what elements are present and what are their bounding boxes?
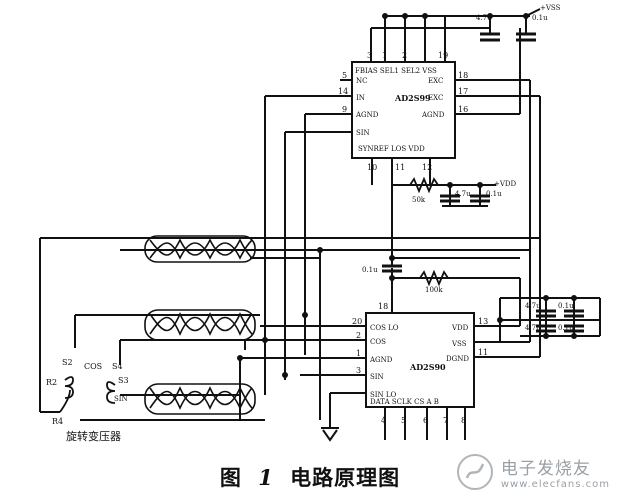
ad2s99-left-pin-num-2: 9 xyxy=(342,105,347,114)
cap-r2b-label: 0.1u xyxy=(558,324,574,332)
ad2s99-left-pin-label-2: AGND xyxy=(355,111,379,119)
ad2s99-right-pin-label-0: EXC xyxy=(428,77,443,85)
caption-prefix: 图 xyxy=(219,465,242,490)
cap-r2a-label: 4.7u xyxy=(525,324,541,332)
ad2s99-pin-num-11: 11 xyxy=(395,163,405,172)
ad2s99-left-pin-label-1: IN xyxy=(356,94,365,102)
ad2s99-left-pin-label-3: SIN xyxy=(356,129,370,137)
ad2s90-chip-body xyxy=(365,312,475,408)
ad2s90-left-pin-num-3: 3 xyxy=(356,366,361,375)
cap-top-a-label: 4.7u xyxy=(476,14,492,22)
resolver-s2-label: S2 xyxy=(62,358,73,367)
twisted-pair-cable-top xyxy=(144,235,256,263)
ad2s90-left-pin-label-0: COS LO xyxy=(370,324,399,332)
resolver-caption-label: 旋转变压器 xyxy=(66,429,121,443)
ad2s90-top-pin-num: 18 xyxy=(378,302,388,311)
ad2s99-pin-num-2: 2 xyxy=(402,51,407,60)
ad2s99-pin-num-10: 10 xyxy=(367,163,377,172)
caption-number: 1 xyxy=(258,465,274,490)
ad2s99-left-pin-num-0: 5 xyxy=(342,71,347,80)
ad2s99-pin-num-12: 12 xyxy=(422,163,432,172)
ad2s90-left-pin-label-1: COS xyxy=(370,338,386,346)
ad2s90-bottom-num-4: 8 xyxy=(461,416,466,425)
ad2s90-bottom-pin-labels: DATA SCLK CS A B xyxy=(370,398,439,406)
ad2s90-part-name: AD2S90 xyxy=(409,362,446,372)
ad2s90-right-pin-num-0: 13 xyxy=(478,317,488,326)
ad2s99-right-pin-label-2: AGND xyxy=(421,111,445,119)
resolver-s4-label: S4 xyxy=(112,362,123,371)
resolver-coil-excitation xyxy=(59,389,71,413)
ad2s90-left-pin-num-0: 20 xyxy=(352,317,362,326)
ad2s99-top-pin-names: FBIAS SEL1 SEL2 VSS xyxy=(355,67,437,75)
cap-01u-label: 0.1u xyxy=(362,266,378,274)
cap-mid-b-label: 0.1u xyxy=(486,190,502,198)
cap-r1a-label: 4.7u xyxy=(525,302,541,310)
ad2s90-left-pin-num-1: 2 xyxy=(356,331,361,340)
resolver-sin-label: SIN xyxy=(114,395,128,403)
ad2s90-bottom-num-0: 4 xyxy=(381,416,386,425)
resolver-coil-sin xyxy=(106,381,116,404)
resolver-r4-label: R4 xyxy=(52,417,63,426)
resolver-cos-label: COS xyxy=(84,362,102,371)
ad2s99-pin-num-3: 3 xyxy=(367,51,372,60)
ad2s90-right-pin-num-2: 11 xyxy=(478,348,488,357)
watermark: 电子发烧友 www.elecfans.com xyxy=(455,452,610,492)
cap-mid-a-label: 4.7u xyxy=(455,190,471,198)
ad2s99-right-pin-num-2: 16 xyxy=(458,105,468,114)
ad2s99-bottom-pin-labels: SYNREF LOS VDD xyxy=(358,145,425,153)
caption-text: 电路原理图 xyxy=(290,465,401,490)
vdd-label: +VDD xyxy=(494,180,517,188)
resolver-coil-cos xyxy=(64,376,74,399)
cap-r1b-label: 0.1u xyxy=(558,302,574,310)
watermark-site: www.elecfans.com xyxy=(500,479,610,490)
ad2s90-right-pin-label-1: VSS xyxy=(451,340,467,348)
watermark-brand: 电子发烧友 xyxy=(500,459,591,479)
ad2s90-left-pin-label-4: SIN LO xyxy=(370,391,397,399)
ad2s99-chip-body xyxy=(351,61,456,159)
ad2s99-right-pin-num-1: 17 xyxy=(458,87,468,96)
ad2s90-left-pin-label-3: SIN xyxy=(370,373,384,381)
elecfans-logo-icon xyxy=(456,454,493,490)
resolver-s3-label: S3 xyxy=(118,376,129,385)
twisted-pair-cable-bottom xyxy=(144,383,256,415)
ad2s99-part-name: AD2S99 xyxy=(394,93,431,103)
vss-label: +VSS xyxy=(540,4,561,12)
ad2s99-left-pin-label-0: NC xyxy=(356,77,367,85)
figure-caption: 图 1 电路原理图 xyxy=(0,462,620,492)
ad2s99-pin-num-19: 19 xyxy=(438,51,448,60)
ad2s90-right-pin-label-2: DGND xyxy=(446,355,469,363)
ad2s99-right-pin-label-1: EXC xyxy=(428,94,443,102)
cap-top-b-label: 0.1u xyxy=(532,14,548,22)
ad2s90-left-pin-label-2: AGND xyxy=(369,356,393,364)
ad2s99-right-pin-num-0: 18 xyxy=(458,71,468,80)
resolver-r2-label: R2 xyxy=(46,378,57,387)
ad2s90-bottom-num-3: 7 xyxy=(443,416,448,425)
ad2s90-bottom-num-1: 5 xyxy=(401,416,406,425)
ad2s99-pin-num-1: 1 xyxy=(382,51,387,60)
ad2s90-left-pin-num-2: 1 xyxy=(356,349,361,358)
ad2s99-left-pin-num-1: 14 xyxy=(338,87,348,96)
twisted-pair-cable-middle xyxy=(144,309,256,341)
ad2s90-right-pin-label-0: VDD xyxy=(451,324,469,332)
ad2s90-bottom-num-2: 6 xyxy=(423,416,428,425)
res-50k-label: 50k xyxy=(412,196,426,204)
res-100k-label: 100k xyxy=(425,286,443,294)
